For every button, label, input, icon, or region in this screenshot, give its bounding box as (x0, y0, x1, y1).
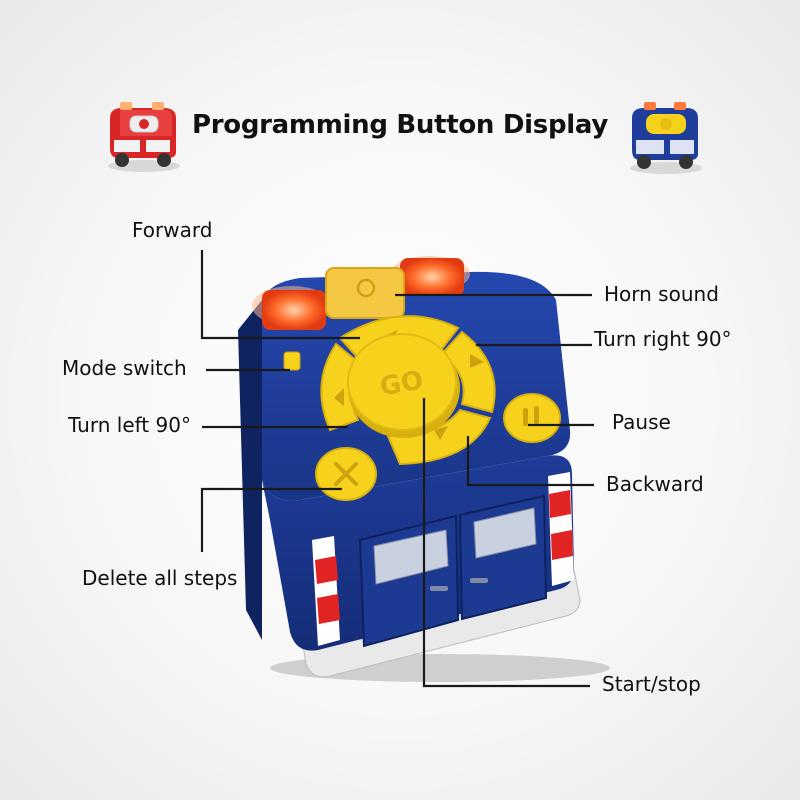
callout-pause: Pause (612, 410, 671, 434)
red-toy-car-icon (108, 102, 180, 172)
truck-side-panel (238, 300, 262, 640)
circle-icon (356, 278, 376, 298)
go-button[interactable]: GO (347, 333, 460, 438)
callout-mode-switch: Mode switch (62, 356, 187, 380)
callout-delete-all: Delete all steps (82, 566, 238, 590)
callout-forward: Forward (132, 218, 213, 242)
leader-delete (200, 487, 342, 552)
page-title: Programming Button Display (192, 110, 608, 140)
roof-light-left (252, 286, 332, 330)
rear-doors (358, 494, 548, 648)
mode-switch[interactable] (283, 351, 301, 371)
leader-backward (466, 436, 594, 487)
backward-button[interactable] (386, 408, 492, 466)
callout-horn-sound: Horn sound (604, 282, 719, 306)
callout-start-stop: Start/stop (602, 672, 701, 696)
pause-icon (523, 408, 528, 426)
callout-turn-left: Turn left 90° (68, 413, 191, 437)
callout-turn-right: Turn right 90° (594, 327, 732, 351)
blue-toy-car-icon (630, 102, 702, 174)
leader-lines (200, 250, 594, 688)
delete-all-button[interactable] (315, 447, 377, 501)
leader-forward (200, 250, 360, 340)
roof-light-right (390, 256, 470, 296)
tail-light-right (548, 472, 574, 586)
go-button-label: GO (378, 365, 426, 402)
down-triangle-icon (434, 426, 448, 440)
tail-light-left (312, 536, 340, 646)
cross-icon (334, 462, 358, 486)
left-triangle-icon (334, 388, 344, 406)
leader-start-stop (422, 398, 590, 688)
pause-button[interactable] (503, 393, 561, 443)
horn-button[interactable] (325, 267, 405, 319)
callout-backward: Backward (606, 472, 704, 496)
right-triangle-icon (470, 354, 484, 368)
